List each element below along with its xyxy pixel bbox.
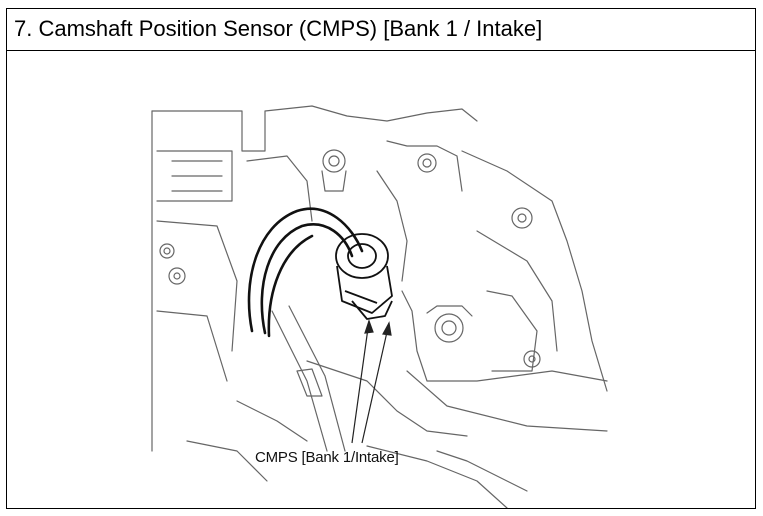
engine-illustration (151, 105, 608, 508)
figure-frame: 7. Camshaft Position Sensor (CMPS) [Bank… (6, 8, 756, 509)
cmps-callout-label: CMPS [Bank 1/Intake] (255, 449, 399, 466)
page-title: 7. Camshaft Position Sensor (CMPS) [Bank… (14, 16, 543, 41)
cmps-sensor (335, 233, 389, 279)
title-bar: 7. Camshaft Position Sensor (CMPS) [Bank… (7, 9, 755, 51)
wiring-harness (247, 207, 364, 333)
engine-outline-top (151, 105, 478, 152)
leader-line (351, 320, 370, 444)
